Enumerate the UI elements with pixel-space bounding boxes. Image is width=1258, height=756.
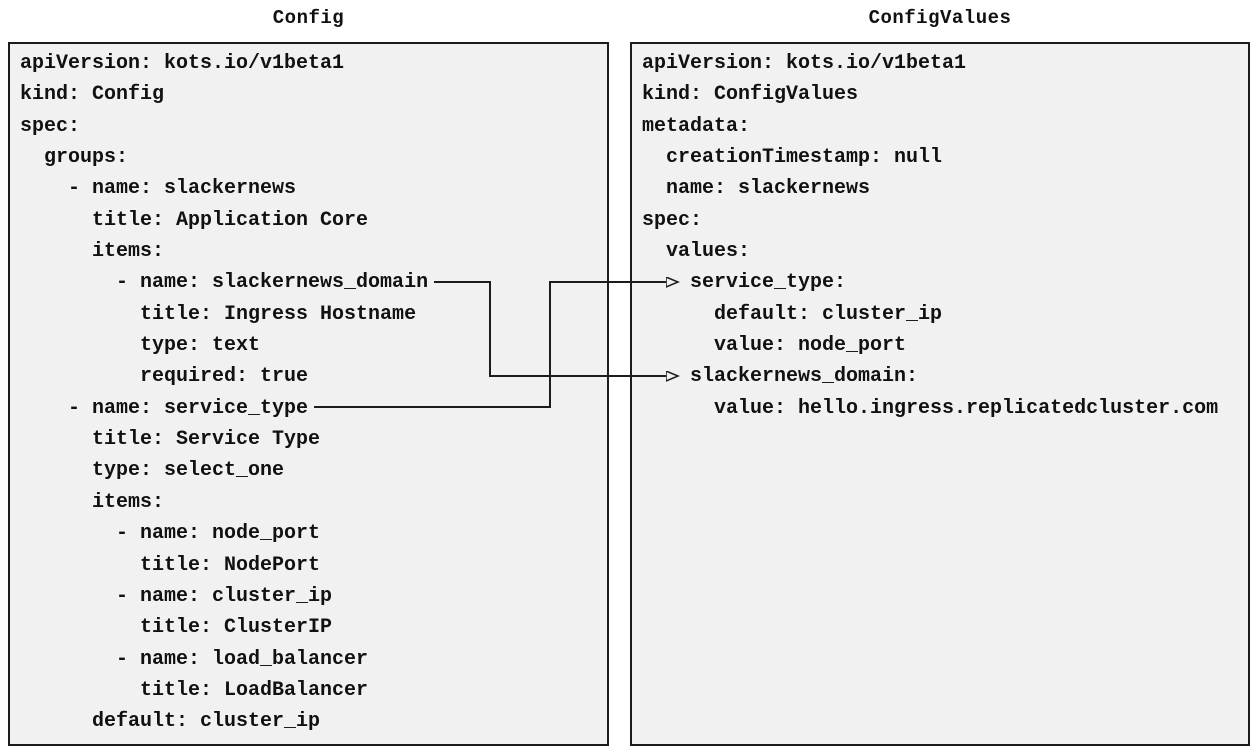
config-code-line-service-type: - name: service_type — [20, 396, 309, 420]
config-code-line: items: — [20, 240, 165, 264]
configvalues-code-line: value: hello.ingress.replicatedcluster.c… — [642, 396, 1219, 420]
config-code-line: title: Application Core — [20, 208, 369, 232]
config-code-line: type: select_one — [20, 459, 285, 483]
configvalues-code-line: apiVersion: kots.io/v1beta1 — [642, 52, 967, 75]
config-code-line: title: LoadBalancer — [20, 678, 369, 702]
config-code-line: - name: load_balancer — [20, 647, 369, 671]
configvalues-code-line: value: node_port — [642, 334, 907, 358]
config-panel-title: Config — [272, 7, 345, 29]
configvalues-panel-title: ConfigValues — [868, 7, 1012, 29]
configvalues-yaml-code: apiVersion: kots.io/v1beta1 kind: Config… — [632, 44, 1248, 424]
configvalues-code-line: kind: ConfigValues — [642, 83, 859, 107]
config-code-line: apiVersion: kots.io/v1beta1 — [20, 52, 345, 75]
config-yaml-code: apiVersion: kots.io/v1beta1 kind: Config… — [10, 44, 607, 738]
configvalues-code-line: spec: — [642, 208, 703, 232]
config-code-line: required: true — [20, 365, 309, 389]
configvalues-code-line: name: slackernews — [642, 177, 871, 201]
configvalues-code-line-slackernews-domain: slackernews_domain: — [642, 365, 919, 389]
config-code-line: items: — [20, 490, 165, 514]
config-code-line: title: NodePort — [20, 553, 321, 577]
config-code-line: - name: node_port — [20, 522, 321, 546]
config-code-line: - name: cluster_ip — [20, 584, 333, 608]
config-code-line: default: cluster_ip — [20, 710, 321, 734]
configvalues-code-line: default: cluster_ip — [642, 302, 943, 326]
config-code-line: title: ClusterIP — [20, 616, 333, 640]
config-code-line: kind: Config — [20, 83, 165, 107]
config-code-line: - name: slackernews — [20, 177, 297, 201]
config-code-line-slackernews-domain: - name: slackernews_domain — [20, 271, 429, 295]
configvalues-code-line: creationTimestamp: null — [642, 146, 943, 170]
configvalues-code-line: metadata: — [642, 114, 751, 138]
config-code-line: title: Service Type — [20, 428, 321, 452]
config-code-line: groups: — [20, 146, 129, 170]
configvalues-code-line-service-type: service_type: — [642, 271, 847, 295]
config-code-line: type: text — [20, 334, 261, 358]
config-code-line: title: Ingress Hostname — [20, 302, 417, 326]
configvalues-code-line: values: — [642, 240, 751, 264]
config-code-line: spec: — [20, 114, 81, 138]
configvalues-panel: apiVersion: kots.io/v1beta1 kind: Config… — [630, 42, 1250, 746]
config-panel: apiVersion: kots.io/v1beta1 kind: Config… — [8, 42, 609, 746]
